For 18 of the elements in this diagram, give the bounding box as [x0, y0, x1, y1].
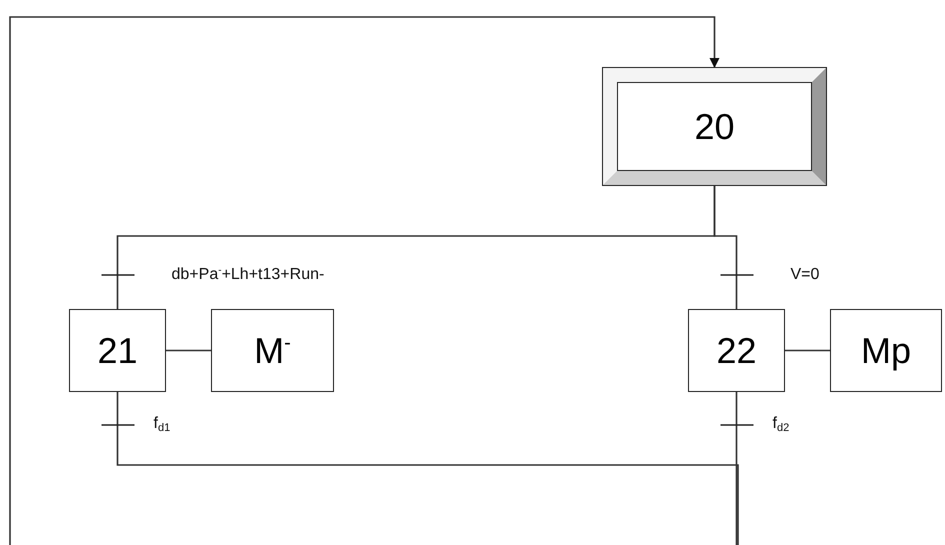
transition-condition: f$_{d2}$ — [770, 415, 792, 433]
step-box — [69, 309, 166, 392]
connector-line — [116, 392, 739, 545]
action-text: M$^{-}$ — [254, 332, 291, 368]
action-box — [830, 309, 942, 392]
step-number: 20 — [694, 108, 735, 144]
action-text: Mp — [860, 332, 911, 368]
step-number: 22 — [716, 332, 757, 368]
transition-condition: f$_{d1}$ — [152, 415, 172, 433]
action-box — [211, 309, 334, 392]
connector-line — [166, 350, 211, 352]
connector-line — [714, 185, 738, 309]
connector-line — [785, 350, 830, 352]
initial-step-box — [603, 68, 826, 185]
connector-line — [736, 392, 738, 545]
step-number: 21 — [97, 332, 138, 368]
arrow — [9, 16, 720, 545]
step-box — [688, 309, 785, 392]
